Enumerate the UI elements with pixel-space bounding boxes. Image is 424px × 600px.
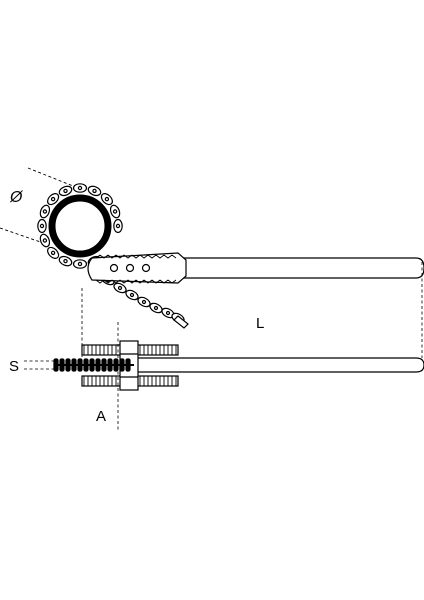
jaw-head <box>87 252 187 284</box>
chain-link <box>87 185 102 197</box>
chain-link <box>125 289 139 301</box>
chain-pin <box>112 209 118 214</box>
chain-pin <box>141 299 147 305</box>
jaw-plate-teeth <box>83 345 177 386</box>
span-axis-dimension-lines <box>24 322 119 432</box>
chain-link <box>58 185 73 197</box>
chain-link <box>113 218 123 234</box>
chain-side <box>53 358 134 372</box>
handle-rod-side <box>128 357 424 373</box>
chain-link <box>39 233 51 248</box>
chain-pin <box>129 292 135 298</box>
chain-link <box>47 193 60 206</box>
jaw-teeth <box>95 254 177 259</box>
chain-link <box>72 259 88 269</box>
chain-pin <box>42 209 48 214</box>
chain-pin <box>117 285 123 291</box>
span-label: S <box>9 358 20 375</box>
handle-rod <box>180 257 424 279</box>
chain-link <box>149 302 163 314</box>
rivet <box>141 263 151 273</box>
diameter-label: Ø <box>10 189 23 206</box>
axis-label: A <box>96 408 107 425</box>
chain-link <box>58 255 73 267</box>
chain-pin <box>50 196 56 202</box>
chain-link <box>137 296 151 308</box>
chain-link <box>113 282 127 294</box>
chain-link <box>37 218 47 234</box>
length-label: L <box>256 315 265 332</box>
chain-link <box>100 193 113 206</box>
chain-link <box>47 246 60 259</box>
chain-pin <box>63 188 68 194</box>
chain-pin <box>153 305 159 311</box>
chain-pin <box>50 250 56 256</box>
jaw-teeth <box>95 279 177 284</box>
rivet <box>125 263 135 273</box>
chain-pin <box>115 223 121 229</box>
chain-pin <box>165 310 171 316</box>
chain-pin <box>104 196 110 202</box>
chain-links <box>37 183 123 269</box>
chain-pin <box>77 185 83 191</box>
chain-end-hook <box>173 315 189 329</box>
side-view <box>53 340 424 391</box>
length-dimension-lines <box>81 262 423 358</box>
chain-link <box>72 183 88 193</box>
pipe-section <box>48 194 112 258</box>
chain-pin <box>42 238 48 243</box>
chain-link <box>39 204 51 219</box>
chain-pin <box>77 261 83 267</box>
chain-link <box>109 204 121 219</box>
rivet <box>109 263 119 273</box>
top-view <box>0 167 424 329</box>
chain-pin <box>39 223 45 229</box>
chain-tail <box>101 274 189 329</box>
chain-pin <box>63 258 68 264</box>
chain-pin <box>92 188 97 194</box>
